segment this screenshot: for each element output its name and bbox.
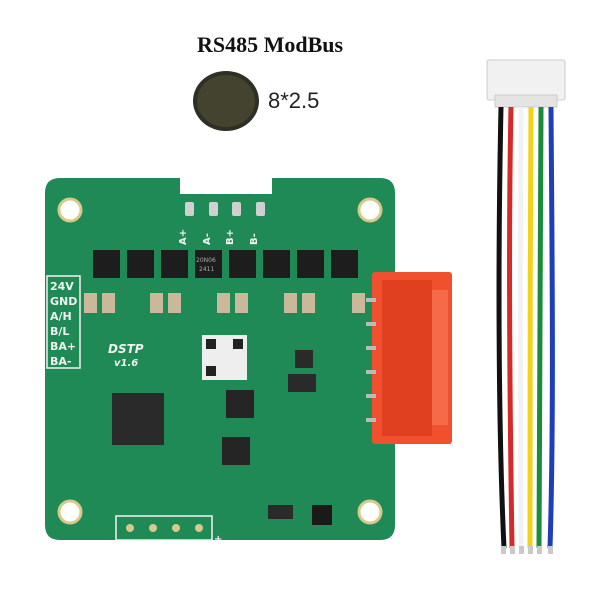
terminal-label: A/H	[50, 310, 72, 323]
pcb-board: A+ A- B+ B- 20N06 2411	[45, 178, 395, 545]
coin-magnet	[193, 71, 259, 131]
terminal-label: BA+	[50, 340, 76, 353]
pad-label: A+	[178, 229, 189, 245]
terminal-label: BA-	[50, 355, 71, 368]
terminal-label: B/L	[50, 325, 69, 338]
terminal-label: 24V	[50, 280, 74, 293]
magnet-size-label: 8*2.5	[268, 88, 320, 113]
wire-harness	[486, 59, 566, 554]
pad-label: B-	[249, 233, 260, 245]
red-connector	[366, 272, 452, 444]
mosfet-marking: 2411	[199, 266, 214, 273]
pad-label: B+	[225, 229, 236, 245]
board-name: DSTP	[108, 342, 144, 356]
plus-mark: +	[214, 534, 222, 545]
product-title: RS485 ModBus	[196, 32, 344, 57]
mcu-chip	[112, 393, 164, 445]
terminal-label: GND	[50, 295, 77, 308]
board-version: v1.6	[114, 358, 138, 369]
pad-label: A-	[202, 233, 213, 245]
mosfet-marking: 20N06	[196, 257, 216, 264]
